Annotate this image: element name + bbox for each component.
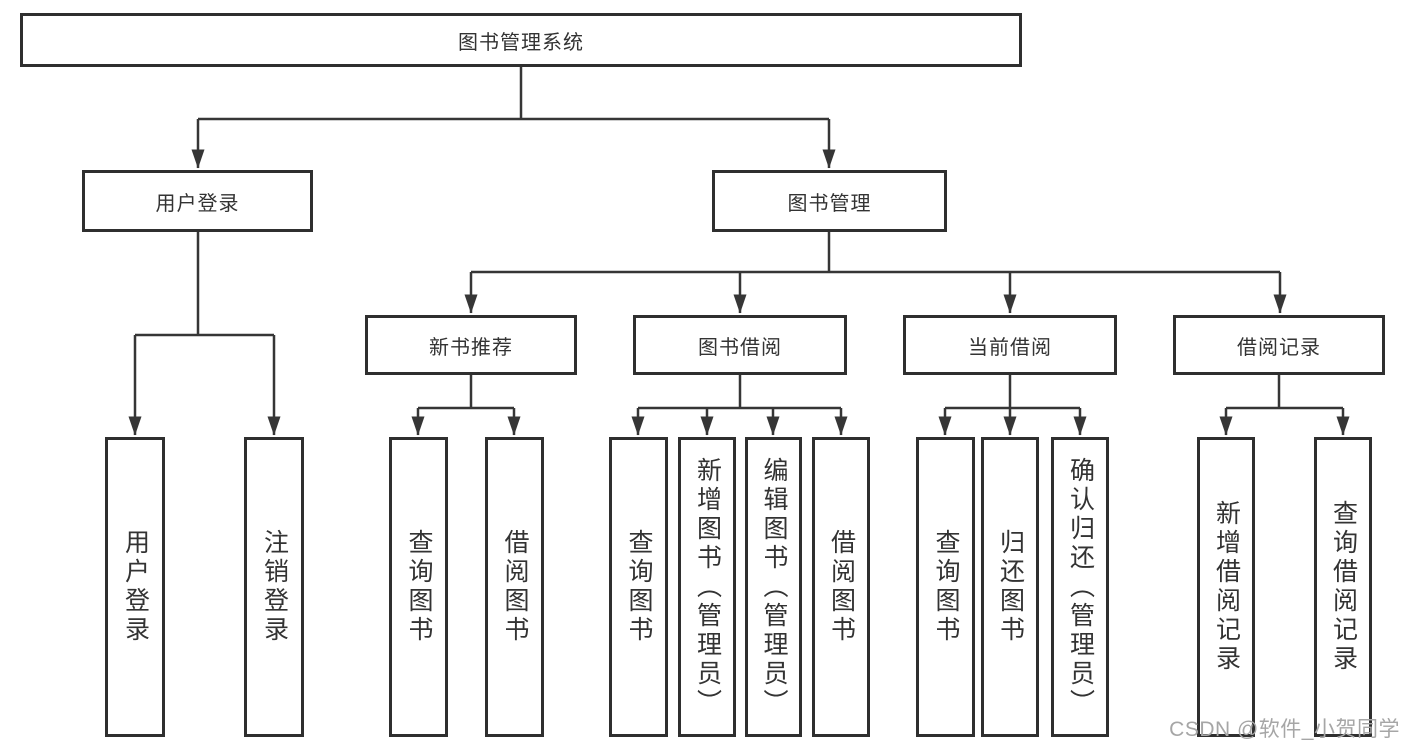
- leaf-borrow-query-books: 查询图书: [609, 437, 668, 737]
- leaf-borrow-edit-book-admin: 编辑图书（管理员）: [745, 437, 802, 737]
- node-current-borrow-label: 当前借阅: [968, 336, 1052, 359]
- leaf-current-query-books: 查询图书: [916, 437, 975, 737]
- leaf-user-login-label: 用户登录: [121, 529, 150, 645]
- leaf-logout-label: 注销登录: [260, 529, 289, 645]
- node-book-management: 图书管理: [712, 170, 947, 232]
- leaf-recommend-query-books-label: 查询图书: [405, 529, 433, 645]
- node-borrow-records-label: 借阅记录: [1237, 336, 1321, 359]
- node-new-book-recommend-label: 新书推荐: [429, 336, 513, 359]
- leaf-borrow-query-books-label: 查询图书: [625, 529, 653, 645]
- leaf-records-add-record-label: 新增借阅记录: [1212, 500, 1241, 674]
- leaf-recommend-query-books: 查询图书: [389, 437, 448, 737]
- node-new-book-recommend: 新书推荐: [365, 315, 577, 375]
- leaf-recommend-borrow-books-label: 借阅图书: [501, 529, 529, 645]
- node-borrow-records: 借阅记录: [1173, 315, 1385, 375]
- node-user-login-label: 用户登录: [155, 192, 240, 215]
- leaf-borrow-borrow-books: 借阅图书: [812, 437, 870, 737]
- node-root-label: 图书管理系统: [458, 31, 584, 54]
- leaf-current-confirm-return-admin-label: 确认归还（管理员）: [1066, 456, 1095, 718]
- node-book-borrow: 图书借阅: [633, 315, 847, 375]
- node-current-borrow: 当前借阅: [903, 315, 1117, 375]
- connectors-root-to-level2: [191, 67, 836, 169]
- leaf-recommend-borrow-books: 借阅图书: [485, 437, 544, 737]
- connectors-user-login-branch: [128, 232, 281, 436]
- connectors-book-borrow-branch: [631, 375, 848, 436]
- leaf-records-query-record: 查询借阅记录: [1314, 437, 1372, 737]
- connectors-current-borrow-branch: [938, 375, 1087, 436]
- leaf-records-query-record-label: 查询借阅记录: [1329, 500, 1358, 674]
- leaf-borrow-add-book-admin: 新增图书（管理员）: [678, 437, 736, 737]
- connectors-book-management-branch: [464, 232, 1287, 314]
- node-book-borrow-label: 图书借阅: [698, 336, 782, 359]
- leaf-current-query-books-label: 查询图书: [932, 529, 960, 645]
- node-user-login: 用户登录: [82, 170, 313, 232]
- connectors-new-book-branch: [411, 375, 521, 436]
- leaf-borrow-borrow-books-label: 借阅图书: [827, 529, 856, 645]
- leaf-borrow-edit-book-admin-label: 编辑图书（管理员）: [760, 456, 788, 718]
- leaf-current-return-books: 归还图书: [981, 437, 1039, 737]
- leaf-user-login: 用户登录: [105, 437, 165, 737]
- node-root: 图书管理系统: [20, 13, 1022, 67]
- csdn-watermark: CSDN @软件_小贺同学: [1169, 718, 1400, 741]
- leaf-records-add-record: 新增借阅记录: [1197, 437, 1255, 737]
- leaf-logout: 注销登录: [244, 437, 304, 737]
- connectors-borrow-records-branch: [1219, 375, 1350, 436]
- leaf-borrow-add-book-admin-label: 新增图书（管理员）: [693, 456, 722, 718]
- leaf-current-confirm-return-admin: 确认归还（管理员）: [1051, 437, 1109, 737]
- node-book-management-label: 图书管理: [787, 192, 872, 215]
- leaf-current-return-books-label: 归还图书: [996, 529, 1025, 645]
